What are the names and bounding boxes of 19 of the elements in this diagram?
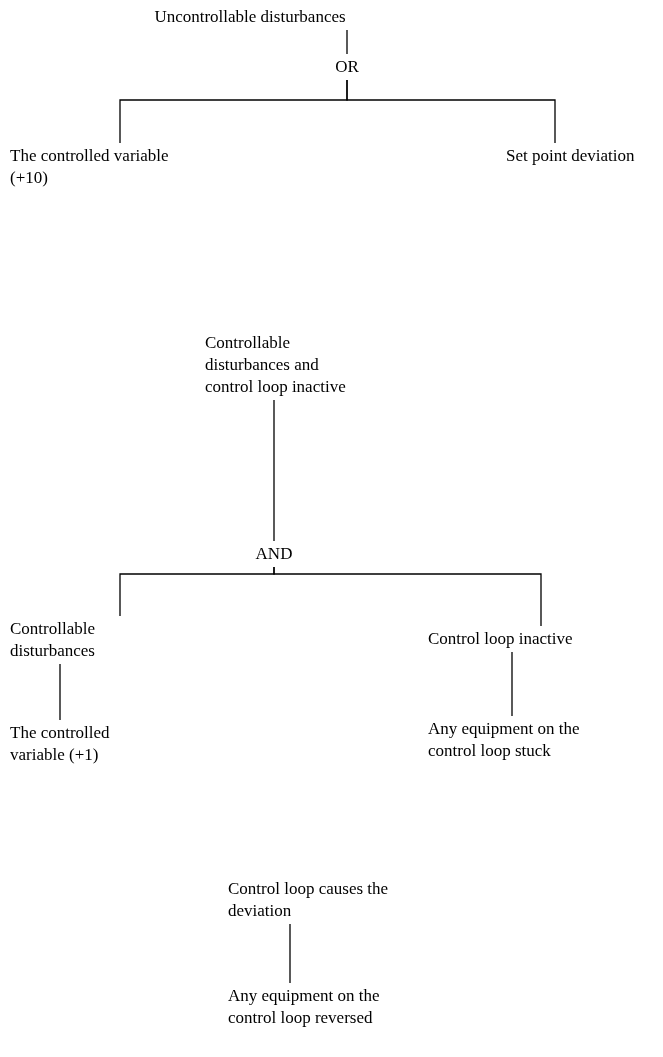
logic-gate-label: AND (248, 543, 300, 565)
event-text: Control loop inactive (428, 628, 598, 650)
event-text: Control loop causes the deviation (228, 878, 398, 922)
connector-line (289, 923, 291, 984)
event-text: Any equipment on the control loop stuck (428, 718, 608, 762)
event-text: Set point deviation (506, 145, 656, 167)
event-text: Uncontrollable disturbances (130, 6, 370, 28)
connector-line (346, 29, 348, 55)
event-text: Any equipment on the control loop reversed (228, 985, 408, 1029)
connector-line (59, 663, 61, 721)
connector-line (273, 399, 275, 542)
connector-line (511, 651, 513, 717)
event-text: Controllable disturbances and control loop inactive (205, 332, 365, 398)
event-text: The controlled variable (+10) (10, 145, 185, 189)
connector-line (273, 566, 542, 627)
connector-line (346, 79, 556, 144)
logic-gate-label: OR (329, 56, 365, 78)
event-text: The controlled variable (+1) (10, 722, 150, 766)
event-text: Controllable disturbances (10, 618, 130, 662)
